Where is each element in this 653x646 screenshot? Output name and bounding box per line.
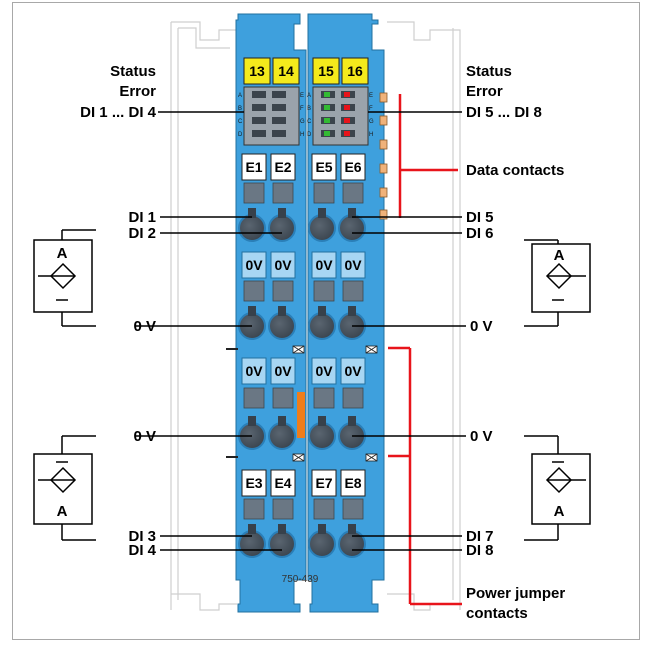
terminal-label-0v-3: 0V bbox=[315, 257, 333, 273]
terminal-label-e3: E3 bbox=[245, 475, 262, 491]
led-window-right: A B C D E F G H bbox=[307, 86, 374, 146]
led-letter-c-right: C bbox=[307, 119, 312, 125]
terminal-label-e8: E8 bbox=[344, 475, 361, 491]
di6-label: DI 6 bbox=[466, 225, 494, 242]
release-slots bbox=[243, 182, 364, 520]
di8-label: DI 8 bbox=[466, 542, 494, 559]
led-letter-c: C bbox=[238, 119, 243, 125]
status-label-right: Status bbox=[466, 63, 512, 80]
led-tag-14: 14 bbox=[278, 63, 294, 79]
terminal-label-0v-5: 0V bbox=[245, 363, 263, 379]
terminal-label-0v-4: 0V bbox=[344, 257, 362, 273]
di1-label: DI 1 bbox=[128, 209, 156, 226]
data-contacts-label: Data contacts bbox=[466, 162, 564, 179]
led-letter-h-right: H bbox=[369, 132, 373, 138]
led-letter-b-right: B bbox=[307, 106, 311, 112]
red-brackets bbox=[388, 94, 462, 606]
di3-label: DI 3 bbox=[128, 528, 156, 545]
power-jumper-label-line1: Power jumper bbox=[466, 585, 565, 602]
error-label-right: Error bbox=[466, 83, 503, 100]
terminal-label-e4: E4 bbox=[274, 475, 291, 491]
led-letter-d: D bbox=[238, 132, 243, 138]
clamp-knob-tabs bbox=[248, 208, 356, 534]
sensor-letter: A bbox=[554, 247, 565, 264]
led-letter-e-right: E bbox=[369, 93, 373, 99]
zero-v-label-right-1: 0 V bbox=[470, 318, 493, 335]
led-letter-f: F bbox=[300, 106, 304, 112]
zero-v-label-left-1: 0 V bbox=[133, 318, 156, 335]
zero-v-label-left-2: 0 V bbox=[133, 428, 156, 445]
led-window-left: A B C D E F G H bbox=[238, 86, 305, 146]
terminal-labels-0v-b: 0V 0V 0V 0V bbox=[241, 357, 366, 385]
led-letter-h: H bbox=[300, 132, 304, 138]
sensor-letter: A bbox=[57, 245, 68, 262]
power-jumper-label-line2: contacts bbox=[466, 605, 528, 622]
led-tag-16: 16 bbox=[347, 63, 363, 79]
di2-label: DI 2 bbox=[128, 225, 156, 242]
jumper-markers bbox=[226, 345, 378, 462]
sensor-letter: A bbox=[57, 503, 68, 520]
sensor-left-bottom: A bbox=[33, 453, 93, 525]
led-letter-b: B bbox=[238, 106, 242, 112]
led-letter-d-right: D bbox=[307, 132, 312, 138]
terminal-label-e2: E2 bbox=[274, 159, 291, 175]
terminal-labels-0v-a: 0V 0V 0V 0V bbox=[241, 251, 366, 279]
terminal-label-0v-8: 0V bbox=[344, 363, 362, 379]
led-letter-e: E bbox=[300, 93, 304, 99]
terminal-label-0v-6: 0V bbox=[274, 363, 292, 379]
led-tag-13: 13 bbox=[249, 63, 265, 79]
di-range-label-left: DI 1 ... DI 4 bbox=[80, 104, 157, 121]
led-letter-g-right: G bbox=[369, 119, 374, 125]
sensor-right-bottom: A bbox=[531, 453, 591, 525]
di5-label: DI 5 bbox=[466, 209, 494, 226]
led-letter-f-right: F bbox=[369, 106, 373, 112]
led-number-tags: 13 14 15 16 bbox=[243, 57, 369, 85]
led-letter-a: A bbox=[238, 93, 242, 99]
zero-v-label-right-2: 0 V bbox=[470, 428, 493, 445]
terminal-label-e7: E7 bbox=[315, 475, 332, 491]
led-letter-g: G bbox=[300, 119, 305, 125]
di7-label: DI 7 bbox=[466, 528, 494, 545]
terminal-label-0v-2: 0V bbox=[274, 257, 292, 273]
part-number: 750-439 bbox=[282, 574, 319, 585]
power-jumper-strip bbox=[297, 392, 305, 438]
terminal-label-e6: E6 bbox=[344, 159, 361, 175]
terminal-label-e1: E1 bbox=[245, 159, 262, 175]
di-range-label-right: DI 5 ... DI 8 bbox=[466, 104, 542, 121]
sensor-right-top: A bbox=[531, 243, 591, 313]
rail-ghost-outline bbox=[170, 21, 461, 611]
terminal-labels-top: E1 E2 E5 E6 bbox=[241, 153, 366, 181]
leader-lines bbox=[61, 111, 559, 551]
di4-label: DI 4 bbox=[128, 542, 156, 559]
data-contact-pins bbox=[379, 92, 388, 220]
terminal-labels-bottom: E3 E4 E7 E8 bbox=[241, 469, 366, 497]
terminal-label-e5: E5 bbox=[315, 159, 332, 175]
sensor-letter: A bbox=[554, 503, 565, 520]
error-label-left: Error bbox=[119, 83, 156, 100]
terminal-label-0v-1: 0V bbox=[245, 257, 263, 273]
led-tag-15: 15 bbox=[318, 63, 334, 79]
status-label-left: Status bbox=[110, 63, 156, 80]
sensor-left-top: A bbox=[33, 239, 93, 313]
terminal-label-0v-7: 0V bbox=[315, 363, 333, 379]
led-letter-a-right: A bbox=[307, 93, 311, 99]
